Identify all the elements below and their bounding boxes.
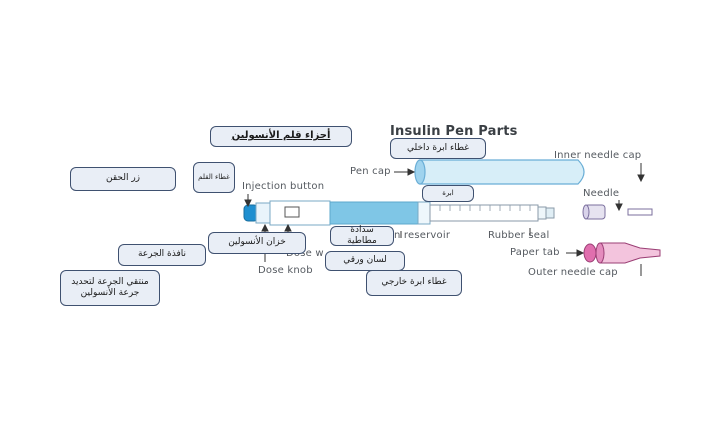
- inner-needle-cap-label-ar: غطاء ابرة داخلي: [390, 138, 486, 159]
- rubber-seal-label-ar: سدادة مطاطية: [330, 225, 394, 246]
- dose-knob-label-ar: منتقي الجرعة لتحديد جرعة الأنسولين: [60, 270, 160, 306]
- inner-needle-cap-label-en: Inner needle cap: [554, 150, 642, 161]
- annotation-arrows: [244, 163, 645, 276]
- pen-cap-drawing: [414, 159, 585, 185]
- outer-needle-cap-label-ar: غطاء ابرة خارجي: [366, 270, 462, 296]
- dose-window-label-ar: نافذة الجرعة: [118, 244, 206, 266]
- needle-label-ar: ابرة: [422, 185, 474, 202]
- outer-cap-drawing: [583, 242, 661, 264]
- diagram-title-en: Insulin Pen Parts: [390, 124, 518, 139]
- needle-label-en: Needle: [583, 188, 620, 199]
- dose-window-label-en: Dose w: [286, 248, 324, 259]
- pen-cap-label-ar: غطاء القلم: [193, 162, 235, 193]
- dose-knob-label-en: Dose knob: [258, 265, 313, 276]
- pen-body-drawing: [243, 200, 555, 226]
- rubber-seal-label-en: Rubber seal: [488, 230, 550, 241]
- injection-button-label-ar: زر الحقن: [70, 167, 176, 191]
- outer-needle-cap-label-en: Outer needle cap: [528, 267, 618, 278]
- needle-drawing: [582, 204, 653, 220]
- reservoir-label-en: n reservoir: [394, 230, 451, 241]
- pen-cap-label-en: Pen cap: [350, 166, 391, 177]
- injection-button-label-en: Injection button: [242, 181, 325, 192]
- insulin-reservoir-label-ar: خزان الأنسولين: [208, 232, 306, 254]
- paper-tab-label-en: Paper tab: [510, 247, 560, 258]
- paper-tab-label-ar: لسان ورقي: [325, 251, 405, 271]
- diagram-title-ar: أجزاء قلم الأنسولين: [210, 126, 352, 147]
- reservoir-ticks: [439, 205, 531, 211]
